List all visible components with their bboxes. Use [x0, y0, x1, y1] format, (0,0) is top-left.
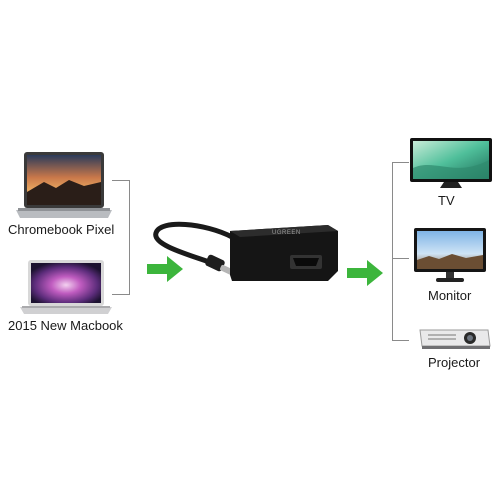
output-projector: [418, 324, 492, 352]
output-tv: [410, 138, 492, 190]
source-label-chromebook: Chromebook Pixel: [8, 222, 115, 237]
right-bracket-monitor: [392, 258, 409, 259]
green-arrow-icon: [147, 256, 183, 282]
input-arrow: [147, 256, 183, 282]
source-label-macbook: 2015 New Macbook: [8, 318, 123, 333]
adapter: [150, 215, 340, 290]
monitor-icon: [414, 228, 486, 282]
right-bracket-projector: [392, 340, 409, 341]
source-macbook: [20, 260, 112, 316]
green-arrow-icon: [347, 260, 383, 286]
laptop-sunset-icon: [16, 152, 112, 218]
usb-c-to-hdmi-adapter-icon: [153, 221, 338, 281]
projector-icon: [419, 329, 491, 349]
right-bracket-vertical: [392, 162, 393, 341]
output-label-projector: Projector: [428, 355, 481, 370]
output-label-monitor: Monitor: [428, 288, 472, 303]
right-bracket-tv: [392, 162, 409, 163]
output-monitor: [414, 228, 486, 284]
left-bracket-top: [112, 180, 129, 181]
left-bracket-bottom: [112, 294, 130, 295]
source-chromebook: [14, 152, 114, 222]
output-label-tv: TV: [438, 193, 455, 208]
output-arrow: [347, 260, 383, 286]
laptop-galaxy-icon: [20, 260, 112, 314]
left-bracket-vertical: [129, 180, 130, 295]
adapter-brand: UGREEN: [272, 230, 301, 236]
tv-icon: [410, 138, 492, 188]
